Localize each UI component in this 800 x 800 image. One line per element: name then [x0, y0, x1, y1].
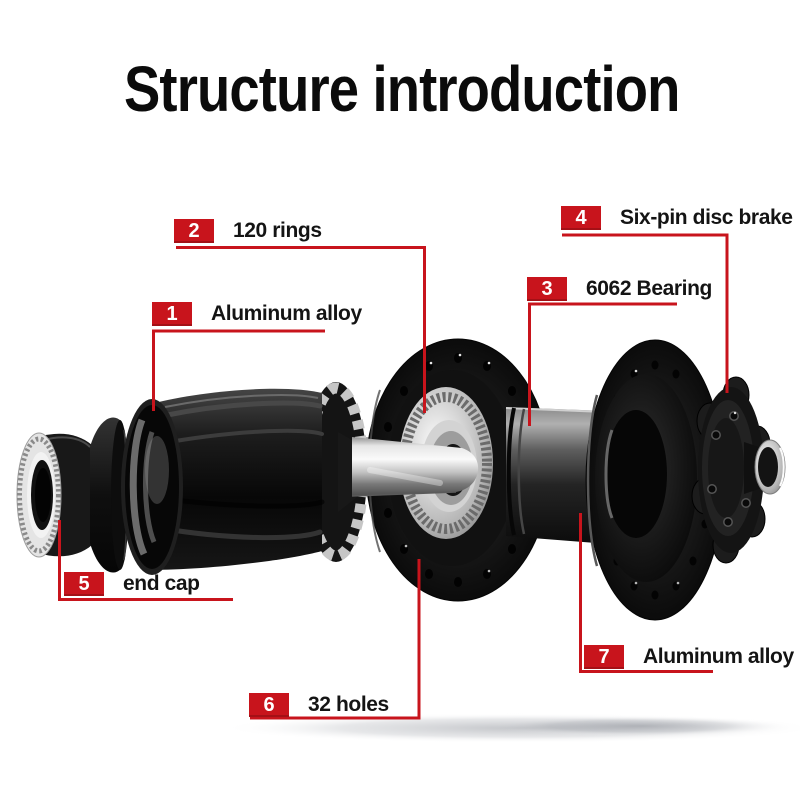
- right-axle-end-cap: [744, 439, 786, 495]
- part-label-1: 1 Aluminum alloy: [152, 302, 362, 326]
- leader-line-3: [528, 302, 677, 426]
- axle-into-hub: [351, 437, 479, 497]
- part-label-text-3: 6062 Bearing: [586, 277, 712, 300]
- part-number-badge-3: 3: [527, 277, 567, 301]
- part-label-text-4: Six-pin disc brake: [620, 206, 793, 229]
- leader-line-4: [562, 233, 729, 393]
- part-number-badge-7: 7: [584, 645, 624, 669]
- part-label-4: 4 Six-pin disc brake: [561, 206, 793, 230]
- page-title: Structure introduction: [124, 53, 680, 125]
- part-label-text-6: 32 holes: [308, 693, 389, 716]
- leader-line-2: [176, 246, 426, 413]
- part-label-2: 2 120 rings: [174, 219, 322, 243]
- part-label-5: 5 end cap: [64, 572, 200, 596]
- leader-line-1: [152, 329, 325, 411]
- part-label-7: 7 Aluminum alloy: [584, 645, 794, 669]
- leader-line-6: [250, 559, 421, 720]
- leader-lines: [58, 233, 729, 720]
- leader-line-5: [58, 520, 233, 601]
- part-label-text-2: 120 rings: [233, 219, 322, 242]
- part-label-text-5: end cap: [123, 572, 200, 595]
- part-number-badge-1: 1: [152, 302, 192, 326]
- right-flange: [585, 339, 725, 621]
- part-number-badge-5: 5: [64, 572, 104, 596]
- part-label-3: 3 6062 Bearing: [527, 277, 712, 301]
- part-number-badge-4: 4: [561, 206, 601, 230]
- part-label-text-1: Aluminum alloy: [211, 302, 362, 325]
- leader-line-7: [579, 513, 713, 673]
- part-number-badge-6: 6: [249, 693, 289, 717]
- part-label-text-7: Aluminum alloy: [643, 645, 794, 668]
- bearing-seat-groove: [506, 407, 516, 536]
- part-number-badge-2: 2: [174, 219, 214, 243]
- freehub-body: [121, 382, 369, 575]
- floor-shadow: [220, 713, 800, 743]
- end-cap: [16, 417, 129, 573]
- part-label-6: 6 32 holes: [249, 693, 389, 717]
